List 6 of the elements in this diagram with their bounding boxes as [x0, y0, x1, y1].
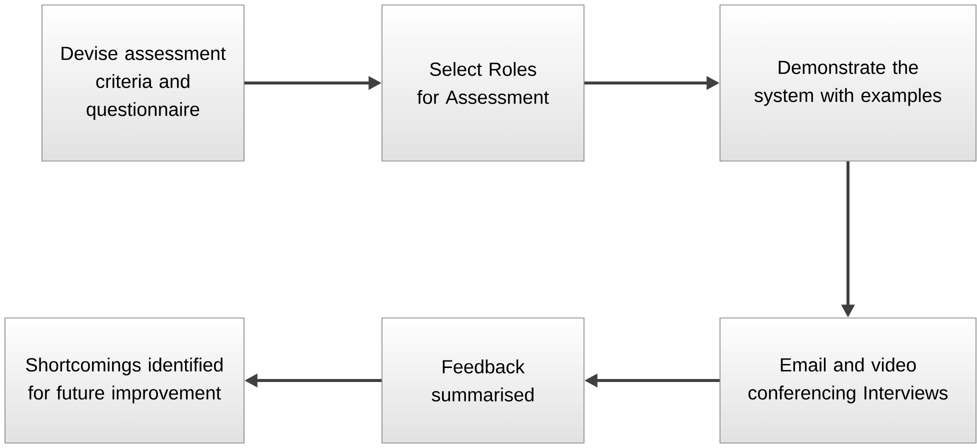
process-box: Devise assessment criteria and questionnaire — [42, 4, 244, 162]
process-box: Select Roles for Assessment — [382, 4, 584, 162]
process-box: Feedback summarised — [382, 318, 584, 444]
process-box: Shortcomings identified for future improvement — [4, 318, 244, 444]
process-box: Email and video conferencing Interviews — [720, 318, 976, 444]
process-box: Demonstrate the system with examples — [720, 4, 976, 162]
